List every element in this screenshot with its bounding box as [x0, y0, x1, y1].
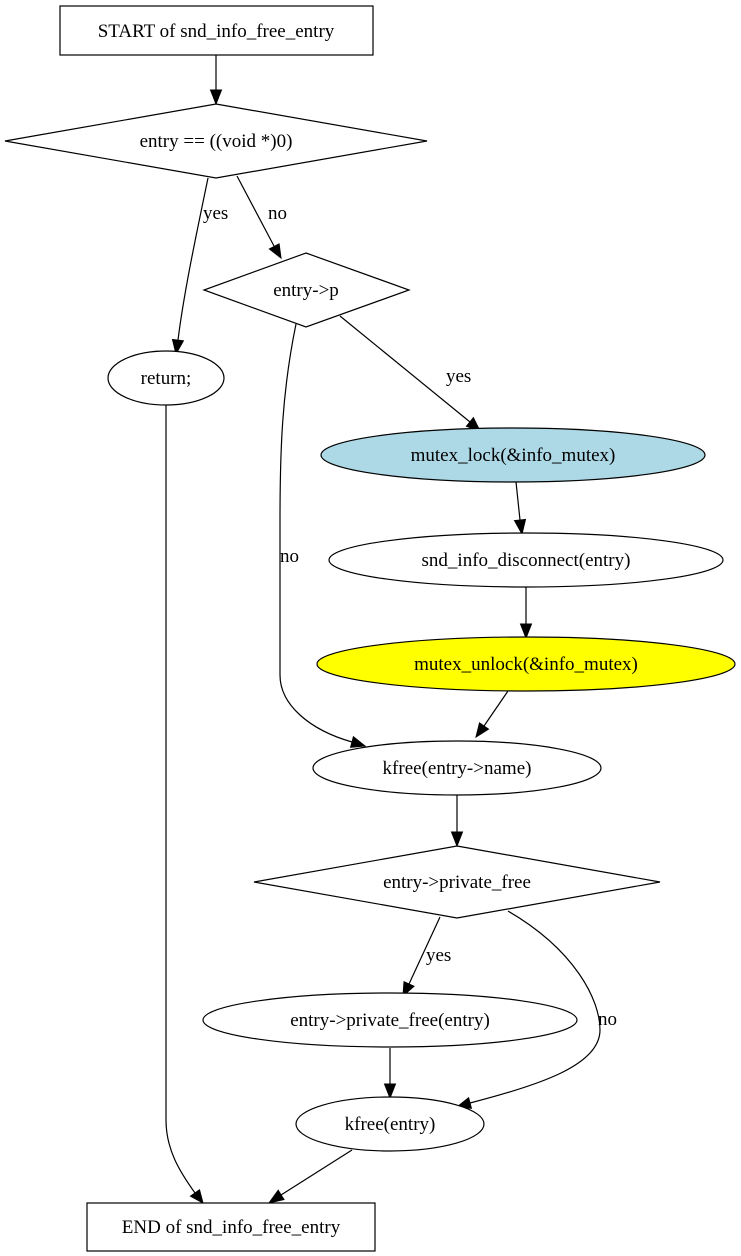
edge-start-to-null-check — [209, 55, 223, 106]
kfree-entry-node[interactable]: kfree(entry) — [295, 1096, 485, 1152]
edge-label-yes-return: yes — [203, 203, 228, 224]
nodes: START of snd_info_free_entry entry == ((… — [4, 5, 736, 1252]
private-free-decision-label: entry->private_free — [383, 872, 531, 893]
mutex-lock-node[interactable]: mutex_lock(&info_mutex) — [320, 427, 706, 483]
edge-entry-p-to-mutex-lock: yes — [339, 315, 481, 432]
kfree-entry-node-label: kfree(entry) — [345, 1114, 436, 1135]
edge-mutex-unlock-to-kfree-name — [475, 690, 509, 739]
edge-label-yes-mutex-lock: yes — [446, 366, 471, 387]
edge-kfree-entry-to-end — [267, 1149, 353, 1204]
return-node[interactable]: return; — [107, 350, 225, 406]
edges: yes no yes no — [165, 55, 617, 1204]
edge-private-free-check-to-call: yes — [402, 916, 451, 998]
edge-kfree-name-to-private-free-check — [450, 795, 464, 848]
edge-entry-p-to-kfree-name: no — [279, 323, 367, 748]
call-private-free-node[interactable]: entry->private_free(entry) — [202, 992, 578, 1048]
start-node-label: START of snd_info_free_entry — [98, 21, 335, 42]
private-free-decision[interactable]: entry->private_free — [253, 845, 661, 919]
start-node[interactable]: START of snd_info_free_entry — [59, 5, 374, 56]
mutex-unlock-node-label: mutex_unlock(&info_mutex) — [414, 654, 638, 675]
disconnect-node-label: snd_info_disconnect(entry) — [422, 550, 631, 571]
end-node[interactable]: END of snd_info_free_entry — [86, 1202, 376, 1252]
entry-p-decision-label: entry->p — [273, 280, 339, 301]
mutex-lock-node-label: mutex_lock(&info_mutex) — [411, 445, 616, 466]
edge-label-no-kfree-entry: no — [598, 1009, 617, 1030]
edge-call-to-kfree-entry — [383, 1048, 397, 1100]
kfree-name-node-label: kfree(entry->name) — [383, 758, 532, 779]
edge-null-check-to-return: yes — [171, 177, 228, 356]
entry-p-decision[interactable]: entry->p — [202, 252, 411, 328]
kfree-name-node[interactable]: kfree(entry->name) — [312, 740, 602, 796]
edge-return-to-end — [165, 405, 204, 1204]
call-private-free-node-label: entry->private_free(entry) — [290, 1010, 490, 1031]
edge-label-no-entry-p: no — [268, 203, 287, 224]
edge-mutex-lock-to-disconnect — [513, 481, 527, 536]
edge-label-yes-private-free: yes — [426, 945, 451, 966]
end-node-label: END of snd_info_free_entry — [122, 1217, 341, 1238]
return-node-label: return; — [141, 368, 192, 389]
edge-null-check-to-entry-p: no — [236, 175, 287, 260]
entry-null-decision-label: entry == ((void *)0) — [140, 131, 293, 152]
mutex-unlock-node[interactable]: mutex_unlock(&info_mutex) — [316, 636, 736, 692]
entry-null-decision[interactable]: entry == ((void *)0) — [4, 103, 428, 179]
edge-disconnect-to-mutex-unlock — [519, 587, 533, 640]
disconnect-node[interactable]: snd_info_disconnect(entry) — [328, 532, 724, 588]
edge-label-no-kfree-name: no — [280, 546, 299, 567]
